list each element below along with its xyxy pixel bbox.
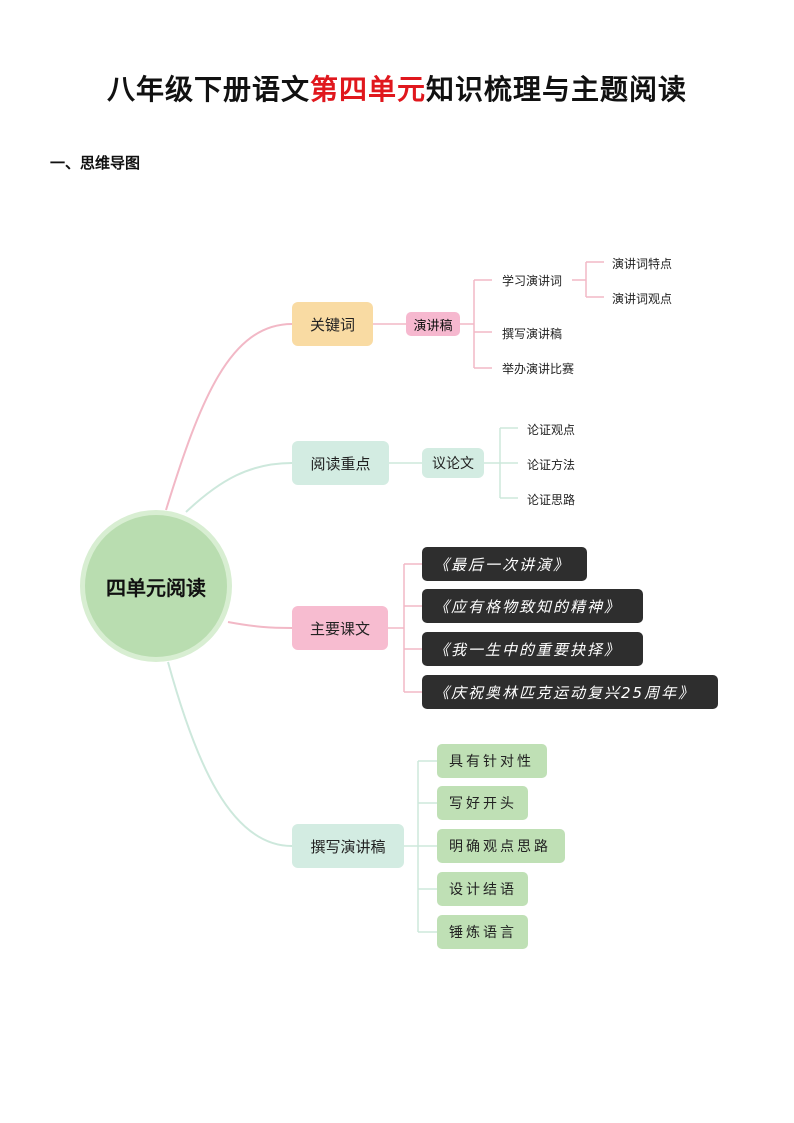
branch-writing: 撰写演讲稿 — [292, 824, 404, 868]
reading-sub-node: 议论文 — [422, 448, 484, 478]
keyword-learn: 学习演讲词 — [502, 274, 563, 288]
title-suffix: 知识梳理与主题阅读 — [426, 73, 688, 106]
center-node: 四单元阅读 — [80, 510, 232, 662]
link-center-keyword — [165, 323, 293, 511]
page-title: 八年级下册语文第四单元知识梳理与主题阅读 — [0, 68, 794, 108]
branch-reading: 阅读重点 — [292, 441, 389, 485]
writing-item-2: 写好开头 — [437, 786, 528, 820]
text-item-1: 《最后一次讲演》 — [422, 547, 587, 581]
title-highlight: 第四单元 — [309, 73, 426, 106]
writing-item-5: 锤炼语言 — [437, 915, 528, 949]
keyword-sub-node: 演讲稿 — [406, 312, 460, 336]
writing-item-1: 具有针对性 — [437, 744, 547, 778]
writing-item-3: 明确观点思路 — [437, 829, 565, 863]
bracket-writing — [404, 760, 437, 933]
text-item-4: 《庆祝奥林匹克运动复兴25周年》 — [422, 675, 718, 709]
reading-child-2: 论证方法 — [527, 458, 576, 472]
keyword-contest: 举办演讲比赛 — [502, 362, 575, 376]
bracket-reading — [484, 427, 518, 499]
text-item-2: 《应有格物致知的精神》 — [422, 589, 643, 623]
branch-keyword: 关键词 — [292, 302, 373, 346]
bracket-keyword — [460, 279, 492, 369]
branch-texts: 主要课文 — [292, 606, 388, 650]
section-heading: 一、思维导图 — [50, 154, 141, 172]
bracket-learn — [572, 261, 604, 298]
keyword-write: 撰写演讲稿 — [502, 327, 563, 341]
reading-child-3: 论证思路 — [527, 493, 576, 507]
reading-child-1: 论证观点 — [527, 423, 576, 437]
writing-item-4: 设计结语 — [437, 872, 528, 906]
keyword-learn-child-2: 演讲词观点 — [612, 292, 673, 306]
link-center-writing — [167, 661, 293, 847]
bracket-texts — [388, 563, 422, 693]
link-center-reading — [185, 462, 293, 513]
title-prefix: 八年级下册语文 — [106, 73, 310, 106]
text-item-3: 《我一生中的重要抉择》 — [422, 632, 643, 666]
link-center-texts — [227, 621, 293, 629]
keyword-learn-child-1: 演讲词特点 — [612, 257, 673, 271]
